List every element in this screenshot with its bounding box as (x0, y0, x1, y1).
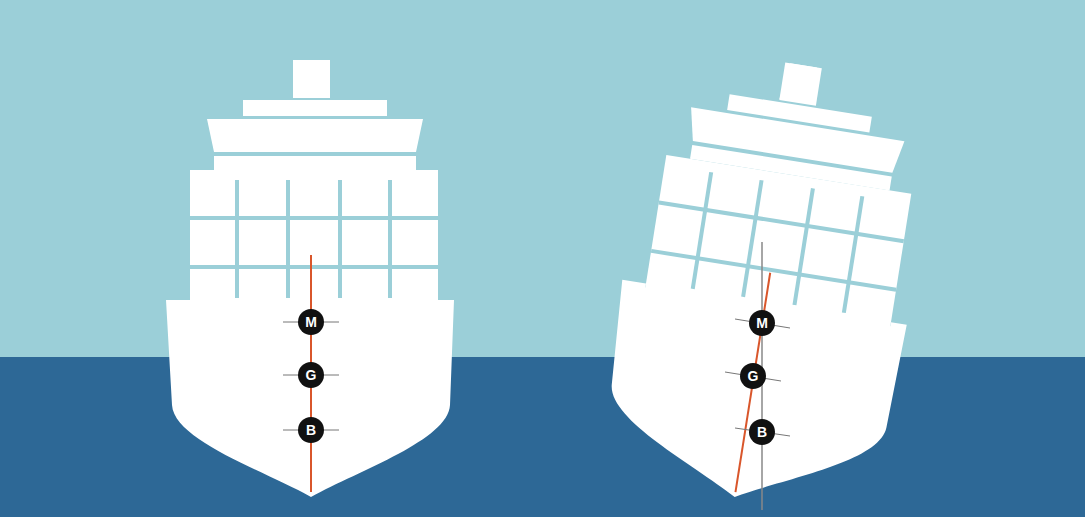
point-label: M (756, 316, 768, 330)
point-marker: M (749, 310, 775, 336)
point-marker: G (740, 363, 766, 389)
ship-heeled (591, 43, 944, 517)
point-marker: B (298, 417, 324, 443)
ship-upright (166, 60, 454, 497)
point-label: B (757, 425, 767, 439)
point-marker: B (749, 419, 775, 445)
point-label: M (305, 315, 317, 329)
tick-marks (283, 322, 339, 430)
point-label: G (748, 369, 759, 383)
point-label: G (306, 368, 317, 382)
tick-marks (725, 319, 790, 436)
point-label: B (306, 423, 316, 437)
point-marker: M (298, 309, 324, 335)
point-marker: G (298, 362, 324, 388)
